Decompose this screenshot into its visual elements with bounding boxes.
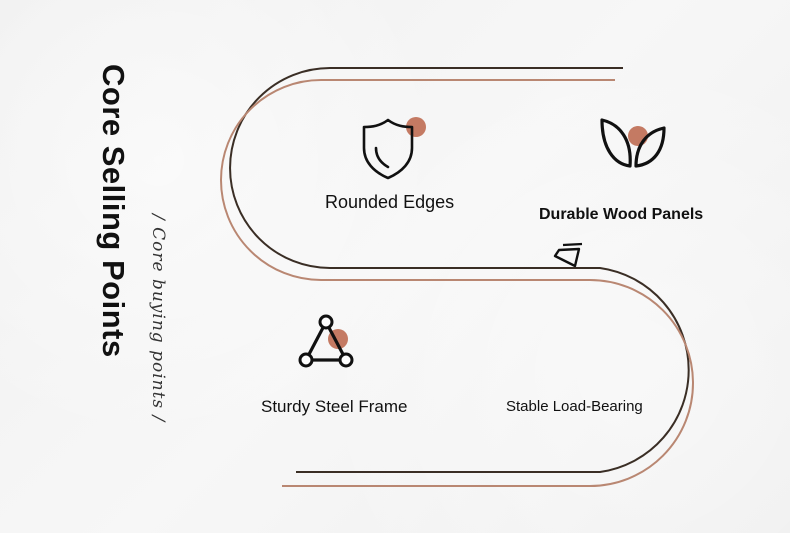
track-line-accent — [220, 79, 694, 487]
leaf-icon — [600, 118, 666, 168]
triangle-nodes-icon — [298, 314, 354, 368]
feature-label-stable-load-bearing: Stable Load-Bearing — [506, 398, 643, 415]
parallelogram-icon — [553, 242, 583, 268]
page-title: Core Selling Points — [96, 64, 131, 358]
feature-label-durable-wood-panels: Durable Wood Panels — [539, 206, 704, 223]
shield-icon — [362, 117, 426, 180]
feature-label-sturdy-steel-frame: Sturdy Steel Frame — [261, 397, 408, 416]
feature-label-rounded-edges: Rounded Edges — [325, 192, 455, 212]
page-subtitle: / Core buying points / — [148, 214, 168, 423]
